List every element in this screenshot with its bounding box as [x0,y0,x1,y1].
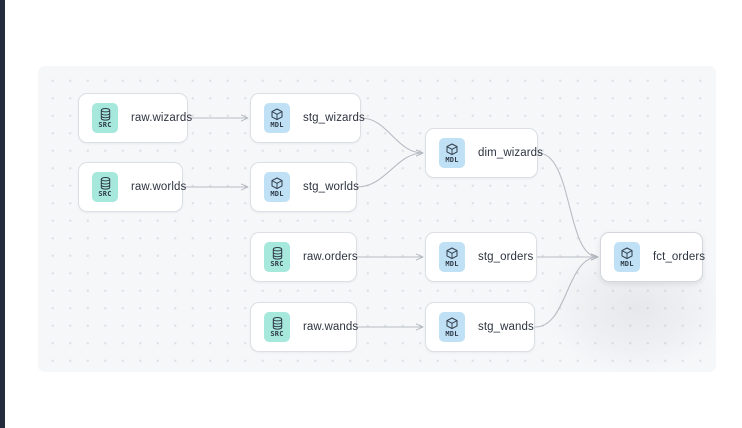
node-label: raw.worlds [131,181,187,193]
cube-icon: MDL [614,242,640,272]
edge-stg-wizards-dim-wizards [360,117,423,153]
badge-kind-label: MDL [270,120,284,129]
node-raw-worlds[interactable]: SRC raw.worlds [78,162,187,212]
node-label: raw.wizards [131,112,193,124]
badge-kind-label: MDL [445,155,459,164]
node-label: raw.orders [303,251,358,263]
edge-layer [183,66,716,372]
database-icon: SRC [92,172,118,202]
node-label: dim_wizards [478,147,544,159]
database-icon: SRC [264,242,290,272]
node-stg-worlds[interactable]: MDL stg_worlds [250,162,359,212]
badge-kind-label: SRC [98,120,112,129]
cube-icon: MDL [439,312,465,342]
node-stg-orders[interactable]: MDL stg_orders [425,232,537,282]
edge-dim-wizards-fct-orders [537,152,598,257]
cube-icon: MDL [264,103,290,133]
database-icon: SRC [92,103,118,133]
cube-icon: MDL [439,138,465,168]
node-raw-wands[interactable]: SRC raw.wands [250,302,359,352]
badge-kind-label: SRC [270,259,284,268]
lineage-canvas[interactable]: SRC raw.wizards SRC raw.worlds [38,66,716,372]
node-stg-wands[interactable]: MDL stg_wands [425,302,535,352]
database-icon: SRC [264,312,290,342]
node-raw-orders[interactable]: SRC raw.orders [250,232,358,282]
badge-kind-label: SRC [98,189,112,198]
node-label: fct_orders [653,251,706,263]
edge-stg-wands-fct-orders [534,257,598,328]
node-label: stg_orders [478,251,534,263]
edges-group [183,118,598,327]
badge-kind-label: MDL [620,259,634,268]
node-stg-wizards[interactable]: MDL stg_wizards [250,93,365,143]
cube-icon: MDL [264,172,290,202]
node-label: stg_wizards [303,112,365,124]
node-dim-wizards[interactable]: MDL dim_wizards [425,128,543,178]
node-fct-orders[interactable]: MDL fct_orders [600,232,706,282]
node-label: raw.wands [303,321,359,333]
badge-kind-label: MDL [445,259,459,268]
badge-kind-label: MDL [445,329,459,338]
node-label: stg_wands [478,321,534,333]
node-raw-wizards[interactable]: SRC raw.wizards [78,93,192,143]
badge-kind-label: MDL [270,189,284,198]
edge-stg-worlds-dim-wizards [356,153,423,188]
left-rail [0,0,5,428]
badge-kind-label: SRC [270,329,284,338]
cube-icon: MDL [439,242,465,272]
node-label: stg_worlds [303,181,359,193]
